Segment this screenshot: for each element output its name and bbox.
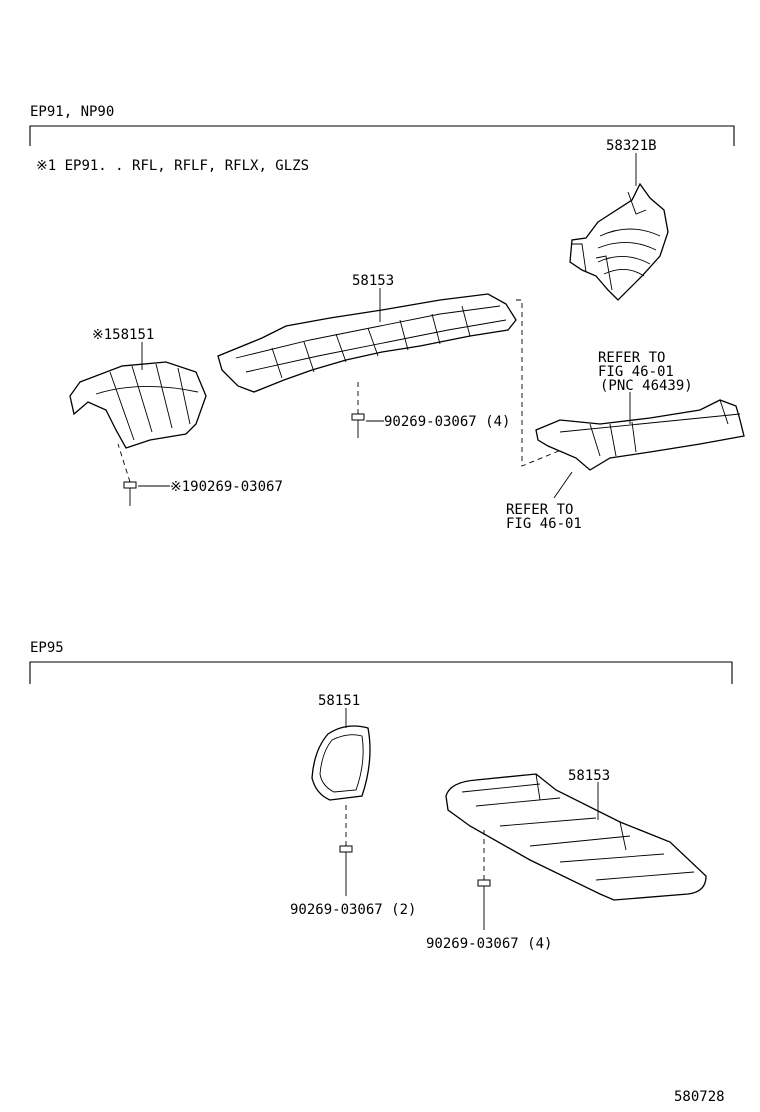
label-bolt-bottom-left: 90269-03067 (2) (290, 902, 416, 918)
refer1-line1: REFER TO (598, 350, 665, 366)
diagram-id: 580728 (674, 1089, 725, 1105)
part-58321b-heat-insulator[interactable] (569, 182, 669, 301)
refer2-line1: REFER TO (506, 502, 573, 518)
bolt-icon-bottom-left[interactable] (339, 845, 353, 870)
variant-note: ※1 EP91. . RFL, RFLF, RFLX, GLZS (36, 158, 309, 174)
part-58151-ep95-heat-insulator[interactable] (311, 725, 371, 801)
part-58151-heat-insulator[interactable] (69, 361, 207, 449)
label-bolt-left: ※190269-03067 (170, 479, 283, 495)
label-bolt-center: 90269-03067 (4) (384, 414, 510, 430)
section-title-ep95: EP95 (30, 640, 64, 656)
label-58153-bottom: 58153 (568, 768, 610, 784)
section-bracket-bottom (29, 661, 733, 684)
label-58153-top: 58153 (352, 273, 394, 289)
bolt-icon-top-left[interactable] (123, 481, 137, 506)
label-bolt-bottom-right: 90269-03067 (4) (426, 936, 552, 952)
label-58151-bottom: 58151 (318, 693, 360, 709)
section-bracket-top (29, 125, 735, 146)
bolt-icon-bottom-right[interactable] (477, 879, 491, 904)
part-58153-heat-insulator[interactable] (217, 293, 517, 393)
label-58321b: 58321B (606, 138, 657, 154)
part-58153-ep95-heat-insulator[interactable] (445, 773, 707, 901)
exhaust-pipe-reference (535, 399, 745, 471)
dash-bolt-left (117, 443, 131, 483)
leader-refer2 (553, 471, 573, 499)
refer2-line2: FIG 46-01 (506, 516, 582, 532)
section-ep91-np90: EP91, NP90 ※1 EP91. . RFL, RFLF, RFLX, G… (29, 104, 745, 532)
dash-to-exhaust (516, 299, 567, 467)
refer1-line2: FIG 46-01 (598, 364, 674, 380)
section-title-ep91-np90: EP91, NP90 (30, 104, 114, 120)
label-58151-top: ※158151 (92, 327, 154, 343)
bolt-icon-top-center[interactable] (351, 413, 365, 438)
section-ep95: EP95 58151 90269-03067 (2) 58 (29, 640, 733, 952)
refer1-line3: (PNC 46439) (600, 378, 693, 394)
